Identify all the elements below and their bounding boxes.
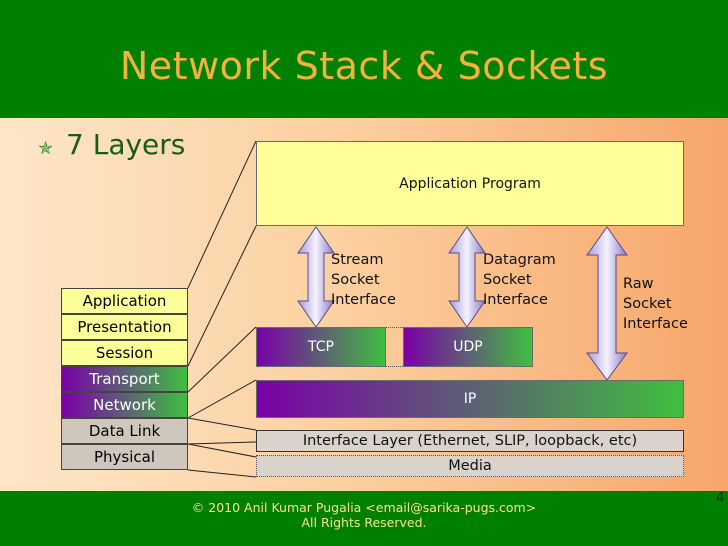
udp-label: UDP: [453, 339, 483, 355]
media-label: Media: [448, 458, 492, 474]
datagram-arrow-icon: [448, 226, 486, 328]
title-bar: [0, 0, 728, 118]
footer-copyright: © 2010 Anil Kumar Pugalia <email@sarika-…: [191, 500, 537, 515]
osi-layer-session: Session: [61, 340, 188, 366]
ip-label: IP: [463, 391, 477, 407]
interface-layer-box: Interface Layer (Ethernet, SLIP, loopbac…: [256, 430, 684, 452]
interface-layer-label: Interface Layer (Ethernet, SLIP, loopbac…: [302, 433, 638, 449]
bullet-text: 7 Layers: [66, 128, 186, 161]
tcp-label: TCP: [308, 339, 334, 355]
osi-layer-transport: Transport: [61, 366, 188, 392]
osi-layer-data-link: Data Link: [61, 418, 188, 444]
datagram-socket-interface-label: Datagram Socket Interface: [483, 252, 556, 308]
application-program-box: Application Program: [256, 141, 684, 226]
star-bullet-icon: ✯: [38, 138, 54, 159]
footer-bar: [0, 491, 728, 546]
application-program-label: Application Program: [399, 175, 541, 192]
osi-layer-network: Network: [61, 392, 188, 418]
osi-layer-physical: Physical: [61, 444, 188, 470]
media-box: Media: [256, 455, 684, 477]
udp-box: UDP: [403, 327, 533, 367]
footer-rights: All Rights Reserved.: [301, 515, 427, 530]
tcp-box: TCP: [256, 327, 386, 367]
ip-box: IP: [256, 380, 684, 418]
raw-arrow-icon: [586, 226, 628, 381]
stream-socket-interface-label: Stream Socket Interface: [331, 252, 396, 308]
osi-layer-application: Application: [61, 288, 188, 314]
osi-layer-presentation: Presentation: [61, 314, 188, 340]
stream-arrow-icon: [297, 226, 335, 328]
tcp-udp-gap: [386, 327, 403, 367]
page-number: 4: [716, 491, 725, 506]
raw-socket-interface-label: Raw Socket Interface: [623, 276, 688, 332]
slide-title: Network Stack & Sockets: [119, 44, 609, 88]
